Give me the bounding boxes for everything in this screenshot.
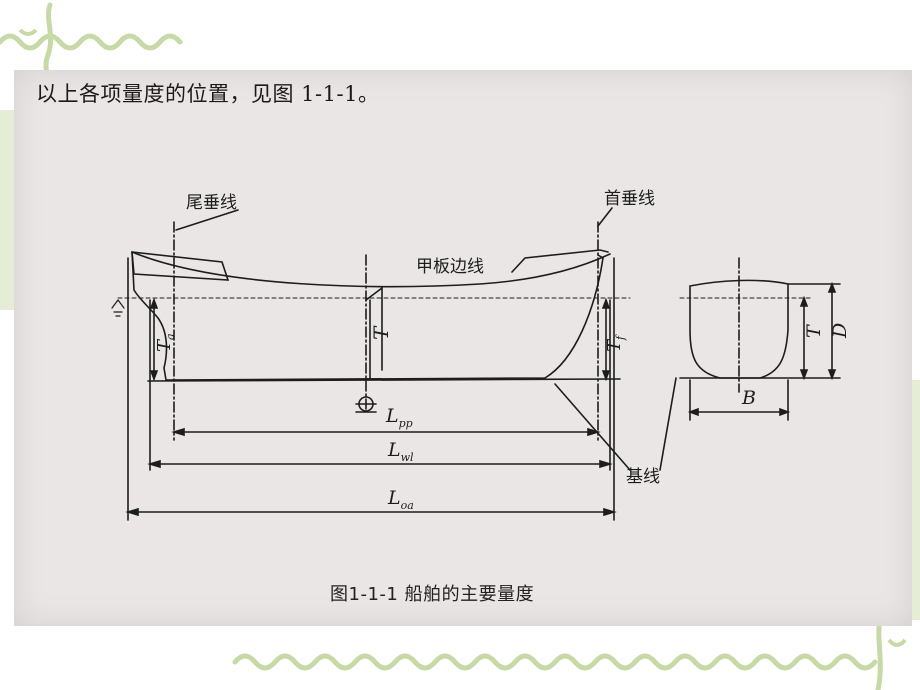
poop-deck <box>131 251 230 281</box>
label-stern-perpendicular: 尾垂线 <box>186 193 237 213</box>
midship-symbol-icon <box>355 396 377 413</box>
symbol-loa: Loa <box>387 487 414 512</box>
figure-caption: 图1-1-1 船舶的主要量度 <box>330 584 535 605</box>
intro-text: 以上各项量度的位置，见图 1-1-1。 <box>36 82 380 106</box>
symbol-depth: D <box>829 323 851 339</box>
scanned-figure-page <box>14 70 912 626</box>
symbol-lpp: Lpp <box>385 405 413 430</box>
symbol-draft: T <box>369 325 393 340</box>
sheer-line <box>131 251 611 288</box>
baseline-line <box>147 378 621 382</box>
label-deck-edge-line: 甲板边线 <box>416 257 484 277</box>
forecastle <box>511 249 609 273</box>
cross-section <box>689 279 789 379</box>
symbol-draft-aft: Ta <box>154 333 177 352</box>
symbol-lwl: Lwl <box>387 439 414 464</box>
hull-profile <box>131 251 604 381</box>
label-bow-perpendicular: 首垂线 <box>604 189 655 209</box>
symbol-breadth: B <box>741 387 756 409</box>
symbol-section-draft: T <box>803 324 825 338</box>
symbol-draft-fore: Tf <box>604 334 627 352</box>
label-baseline: 基线 <box>626 467 660 487</box>
